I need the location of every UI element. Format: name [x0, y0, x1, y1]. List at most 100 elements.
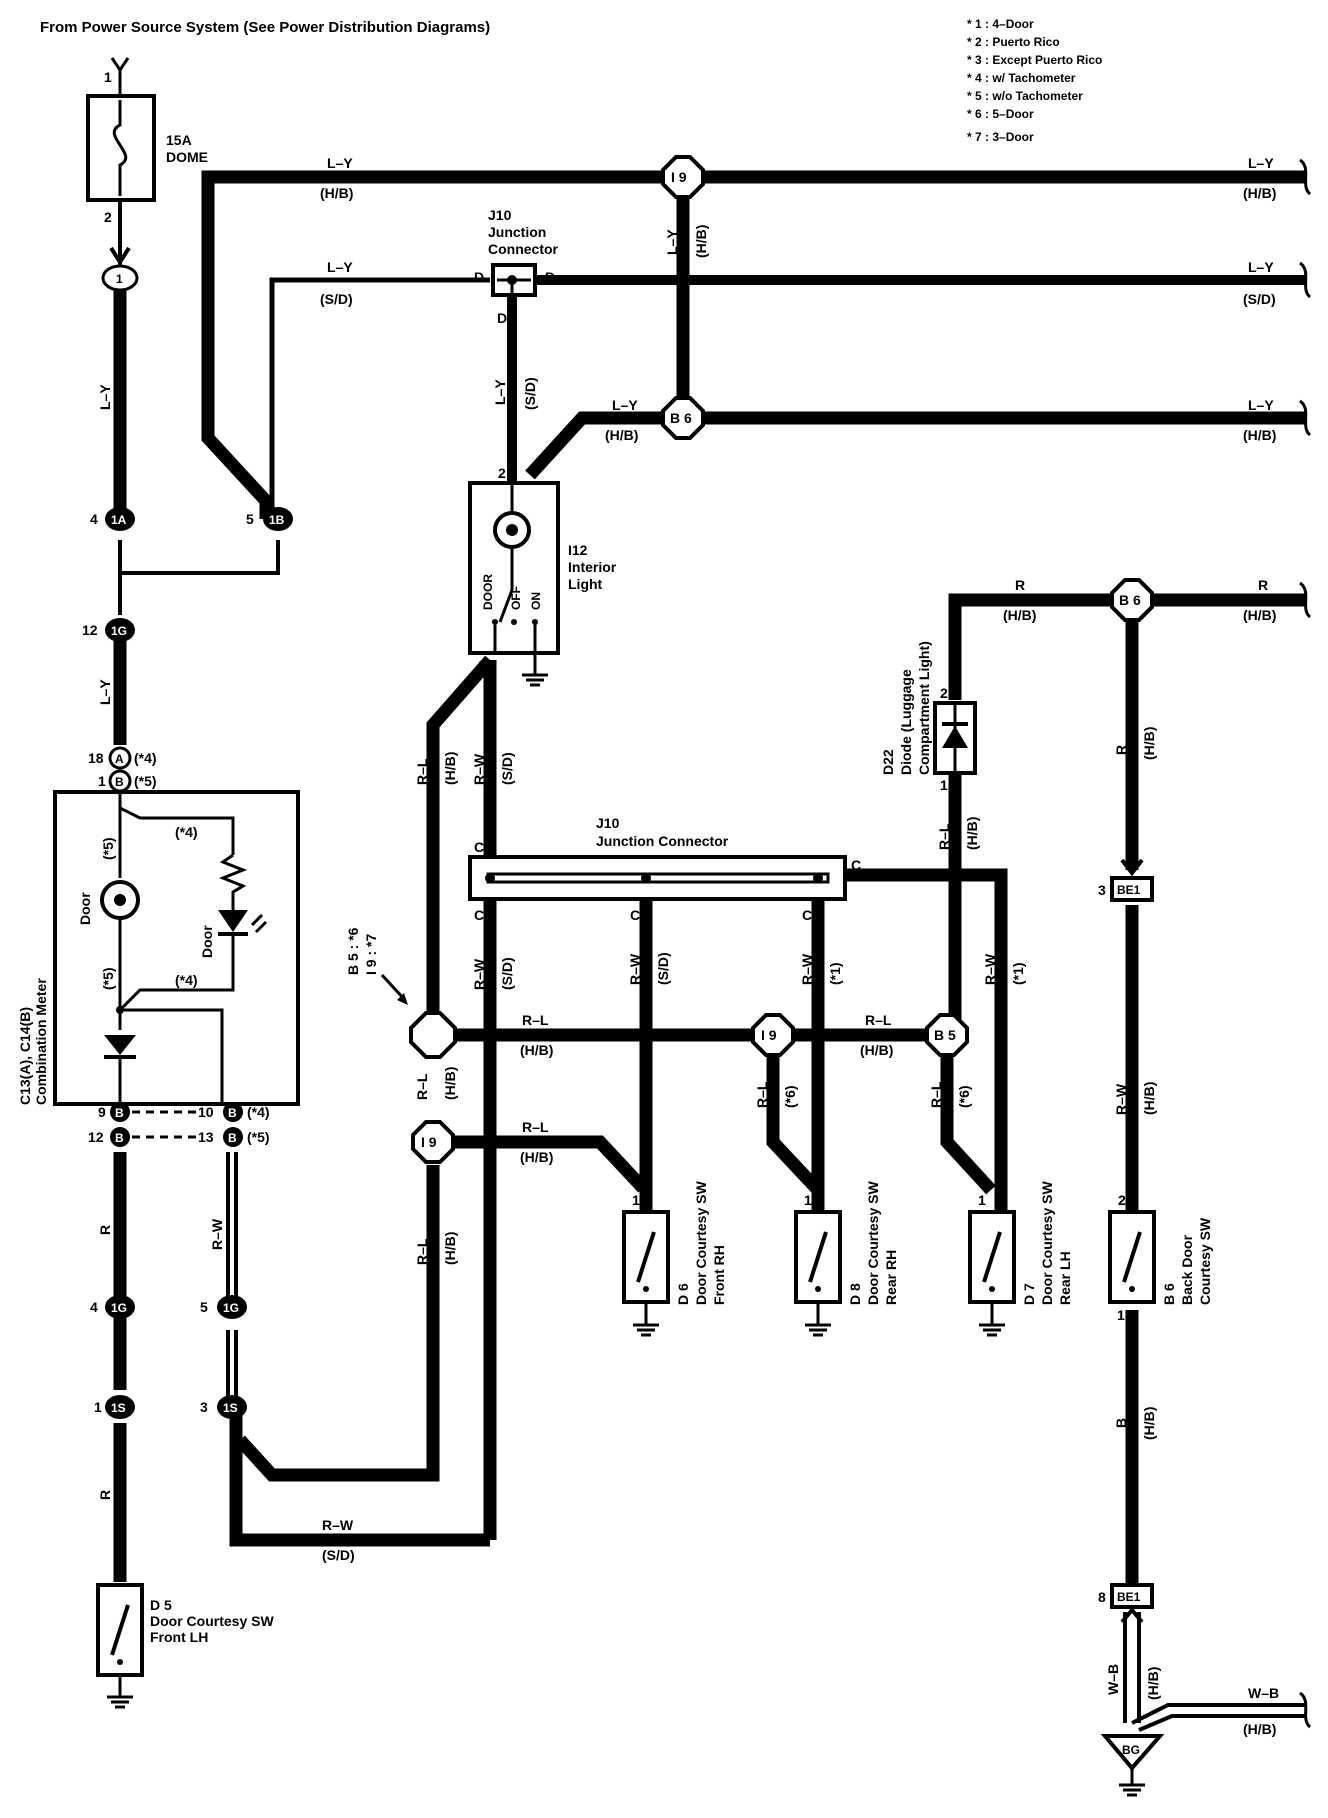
switch-pivot — [1129, 1286, 1135, 1292]
splice-b6-right: B 6 — [1110, 578, 1154, 622]
light-id: I12 — [568, 542, 588, 558]
wire-label-hb: (H/B) — [605, 427, 638, 443]
pin-label: 3 — [1098, 882, 1106, 898]
pin-letter: B — [115, 1131, 124, 1145]
meter-wire — [120, 1008, 224, 1104]
switch-contact — [511, 619, 517, 625]
interior-light-i12: 2 DOOR OFF ON 1 I12 Interior Light — [468, 465, 617, 687]
diode-line2: Compartment Light) — [916, 641, 932, 775]
wire-label-hb: (H/B) — [1141, 727, 1157, 760]
pin-label: 5 — [200, 1299, 208, 1315]
wire-label-s1: (*1) — [827, 962, 843, 985]
switch-d7: 1 D 7 Door Courtesy SW Rear LH — [968, 1181, 1073, 1337]
junction-dot — [507, 275, 517, 285]
wire-label-b: B — [1113, 1418, 1129, 1428]
lamp-center — [114, 894, 126, 906]
pointer-arrow — [380, 973, 407, 1002]
pin-label: 8 — [1098, 1589, 1106, 1605]
wire-label-hb: (H/B) — [442, 1067, 458, 1100]
pin-d: D — [474, 269, 484, 285]
switch-d5: D 5 Door Courtesy SW Front LH — [96, 1583, 274, 1709]
splice-label: I 9 — [671, 169, 687, 185]
meter-box — [53, 790, 300, 1106]
connector-ellipse — [101, 264, 139, 292]
switch-pivot — [117, 1659, 123, 1665]
ground-point-bg: BG — [1100, 1734, 1165, 1797]
pin-label: 1 — [632, 1192, 640, 1208]
ground-icon — [520, 666, 550, 687]
break-mark-icon — [1298, 1691, 1312, 1729]
connector-label: BE1 — [1117, 883, 1141, 897]
pin-circle — [110, 1127, 130, 1147]
wire-label-hb: (H/B) — [520, 1042, 553, 1058]
splice-label: B 6 — [670, 410, 692, 426]
junction-dot — [641, 873, 651, 883]
connector-ellipse — [105, 1395, 135, 1419]
combination-meter: (*5) (*4) Door Door (*5) (*4) C13(A), C1… — [17, 790, 300, 1106]
wire-label-hb: (H/B) — [1243, 185, 1276, 201]
splice-i9-low: I 9 — [411, 1120, 455, 1164]
pin-label: 2 — [1118, 1192, 1126, 1208]
pin-label: 1 — [978, 1192, 986, 1208]
connector-box — [1110, 876, 1154, 902]
pin-label: 1 — [478, 657, 486, 673]
meter-note: (*4) — [175, 972, 198, 988]
wire-label-wb: W–B — [1105, 1664, 1121, 1695]
wire-label-hb: (H/B) — [1141, 1082, 1157, 1115]
pin-label: 13 — [198, 1129, 214, 1145]
fuse-pin-out: 2 — [104, 209, 112, 225]
splice-note-2: I 9 : *7 — [363, 934, 379, 975]
wire-label-hb: (H/B) — [1243, 607, 1276, 623]
wire-label-s1: (*1) — [1010, 962, 1026, 985]
connector-label: 1A — [111, 513, 127, 527]
meter-pin-b1: 1 B (*5) — [98, 769, 157, 793]
wires — [113, 70, 1305, 1732]
meter-wire — [119, 806, 235, 855]
wire-ly-join — [120, 540, 280, 575]
diode-line1: Diode (Luggage — [898, 669, 914, 775]
j10-line1: Junction — [488, 224, 546, 240]
meter-note: (*5) — [100, 837, 116, 860]
connector-1g-top: 12 1G — [82, 618, 135, 642]
pin-circle — [223, 1127, 243, 1147]
arrow-head-icon — [397, 993, 408, 1005]
wire-label-hb: (H/B) — [860, 1042, 893, 1058]
ground-icon — [803, 1316, 833, 1337]
switch-line2: Rear RH — [883, 1250, 899, 1305]
connector-ellipse — [105, 618, 135, 642]
switch-line1: Door Courtesy SW — [865, 1181, 881, 1305]
pin-c: C — [851, 857, 861, 873]
wire-label-rw: R–W — [471, 753, 487, 785]
note: * 7 : 3–Door — [967, 130, 1034, 144]
pin-note: (*4) — [247, 1104, 270, 1120]
note: * 1 : 4–Door — [967, 17, 1034, 31]
note: * 2 : Puerto Rico — [967, 35, 1060, 49]
arrow-down-icon — [1120, 858, 1144, 877]
connector-1s-r: 1 1S — [94, 1395, 135, 1419]
j10-id: J10 — [488, 207, 512, 223]
wire-label-rw: R–W — [471, 958, 487, 990]
light-line1: Interior — [568, 559, 617, 575]
pin-c: C — [802, 907, 812, 923]
switch-pivot — [815, 1286, 821, 1292]
note: * 4 : w/ Tachometer — [967, 71, 1076, 85]
pin-circle — [110, 1102, 130, 1122]
wire-label-hb: (H/B) — [1243, 1721, 1276, 1737]
pin-letter: B — [228, 1106, 237, 1120]
connector-ellipse — [263, 507, 293, 531]
wire-label-rl: R–L — [936, 823, 952, 850]
splice-b6-top: B 6 — [661, 396, 705, 440]
fuse-amps: 15A — [166, 132, 192, 148]
switch-icon — [808, 1231, 828, 1283]
pin-label: 1 — [804, 1192, 812, 1208]
wire-label-hb: (H/B) — [442, 1232, 458, 1265]
wire-label-hb: (H/B) — [320, 185, 353, 201]
switch-off: OFF — [509, 586, 523, 610]
switch-on: ON — [529, 592, 543, 610]
pin-label: 3 — [200, 1399, 208, 1415]
meter-title-1: C13(A), C14(B) — [17, 1007, 33, 1105]
bulb-center — [506, 524, 518, 536]
pin-label: 18 — [88, 750, 104, 766]
pin-label: 2 — [940, 685, 948, 701]
pin-c: C — [630, 907, 640, 923]
